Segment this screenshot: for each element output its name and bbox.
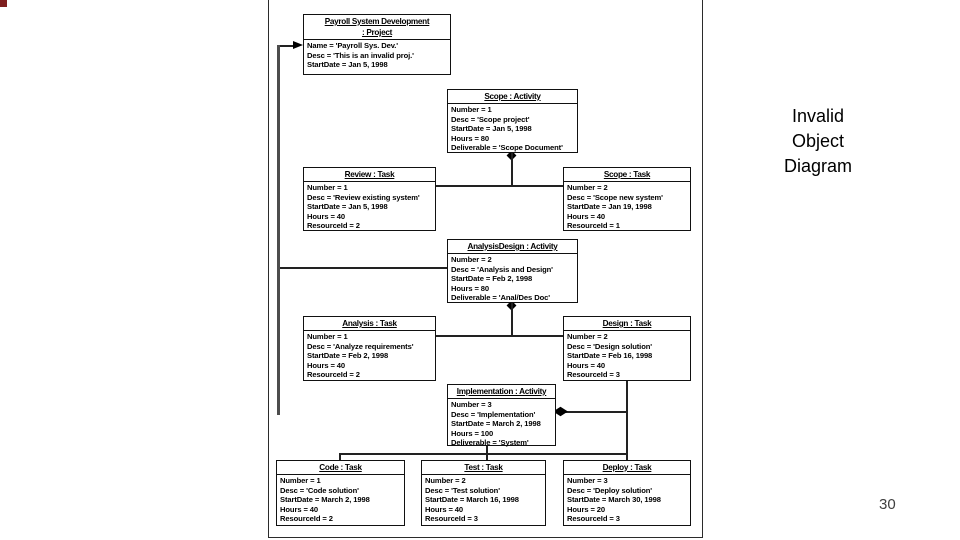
attr: Hours = 40 xyxy=(567,211,606,221)
object-title: Payroll System Development : Project xyxy=(304,15,450,40)
object-title: Test : Task xyxy=(422,461,545,475)
caption-line: Invalid xyxy=(791,106,845,126)
attr: StartDate = Feb 2, 1998 xyxy=(307,351,389,360)
attr: Hours = 80 xyxy=(451,283,490,293)
object-box-deploy-task: Deploy : Task Number = 3 Desc = 'Deploy … xyxy=(563,460,691,526)
slide-accent-square xyxy=(0,0,7,7)
composition-arrow-project-icon xyxy=(293,41,303,49)
connector-project-spine xyxy=(277,45,280,415)
attr: ResourceId = 2 xyxy=(280,514,333,523)
attr: Hours = 80 xyxy=(451,133,490,143)
attr: Deliverable = 'System' xyxy=(451,438,529,447)
attr: Desc = 'Analysis and Design' xyxy=(451,264,553,274)
attr: Number = 1 xyxy=(451,105,492,114)
attr: Hours = 40 xyxy=(307,360,346,370)
attr: ResourceId = 2 xyxy=(307,370,360,379)
attr: Hours = 40 xyxy=(425,504,464,514)
slide-caption: Invalid Object Diagram xyxy=(763,104,873,179)
attr: Hours = 40 xyxy=(567,360,606,370)
attr: StartDate = Feb 2, 1998 xyxy=(451,274,533,283)
object-box-scope-task: Scope : Task Number = 2 Desc = 'Scope ne… xyxy=(563,167,691,231)
object-title: Analysis : Task xyxy=(304,317,435,331)
attr: Desc = 'Implementation' xyxy=(451,409,536,419)
object-box-test-task: Test : Task Number = 2 Desc = 'Test solu… xyxy=(421,460,546,526)
diagram-frame-left xyxy=(268,0,270,538)
attr: Desc = 'Analyze requirements' xyxy=(307,341,414,351)
attr: ResourceId = 1 xyxy=(567,221,620,230)
attr: Number = 2 xyxy=(451,255,492,264)
attr: Deliverable = 'Scope Document' xyxy=(451,143,563,152)
connector-analysisdesign-down xyxy=(511,303,513,336)
connector-stub-test xyxy=(486,445,488,461)
connector-spine-analysisdesign xyxy=(280,267,447,269)
object-box-review-task: Review : Task Number = 1 Desc = 'Review … xyxy=(303,167,436,231)
object-title: AnalysisDesign : Activity xyxy=(448,240,577,254)
diagram-frame-bottom xyxy=(268,537,703,539)
attr: StartDate = Jan 19, 1998 xyxy=(567,202,652,211)
connector-scope-activity-down xyxy=(511,153,513,186)
attr: Number = 2 xyxy=(567,183,608,192)
attr: Desc = 'This is an invalid proj.' xyxy=(307,50,414,60)
attr: Hours = 20 xyxy=(567,504,606,514)
attr: Desc = 'Scope new system' xyxy=(567,192,663,202)
attr: Hours = 40 xyxy=(280,504,319,514)
page-number: 30 xyxy=(879,496,896,513)
attr: Desc = 'Scope project' xyxy=(451,114,530,124)
object-box-design-task: Design : Task Number = 2 Desc = 'Design … xyxy=(563,316,691,381)
object-title: Deploy : Task xyxy=(564,461,690,475)
object-title: Scope : Activity xyxy=(448,90,577,104)
caption-line: Diagram xyxy=(783,156,853,176)
object-title: Implementation : Activity xyxy=(448,385,555,399)
connector-stub-code xyxy=(339,453,341,461)
object-box-code-task: Code : Task Number = 1 Desc = 'Code solu… xyxy=(276,460,405,526)
attr: Desc = 'Design solution' xyxy=(567,341,652,351)
attr: Number = 1 xyxy=(280,476,321,485)
attr: Hours = 100 xyxy=(451,428,494,438)
attr: StartDate = Feb 16, 1998 xyxy=(567,351,653,360)
attr: ResourceId = 3 xyxy=(567,370,620,379)
attr: StartDate = March 30, 1998 xyxy=(567,495,661,504)
object-box-implementation-activity: Implementation : Activity Number = 3 Des… xyxy=(447,384,556,447)
connector-review-scope xyxy=(436,185,563,187)
attr: StartDate = March 2, 1998 xyxy=(451,419,541,428)
attr: StartDate = March 2, 1998 xyxy=(280,495,370,504)
attr: Number = 1 xyxy=(307,332,348,341)
attr: Number = 3 xyxy=(451,400,492,409)
diagram-frame-right xyxy=(702,0,704,538)
attr: Desc = 'Review existing system' xyxy=(307,192,420,202)
object-title: Code : Task xyxy=(277,461,404,475)
attr: StartDate = March 16, 1998 xyxy=(425,495,519,504)
attr: Number = 1 xyxy=(307,183,348,192)
attr: StartDate = Jan 5, 1998 xyxy=(307,60,388,69)
connector-design-implementation xyxy=(563,411,627,413)
object-box-project: Payroll System Development : Project Nam… xyxy=(303,14,451,75)
attr: ResourceId = 3 xyxy=(425,514,478,523)
attr: Number = 2 xyxy=(425,476,466,485)
object-title: Scope : Task xyxy=(564,168,690,182)
object-box-analysisdesign-activity: AnalysisDesign : Activity Number = 2 Des… xyxy=(447,239,578,303)
attr: Deliverable = 'Anal/Des Doc' xyxy=(451,293,550,302)
connector-project-line xyxy=(280,45,295,47)
object-title: Review : Task xyxy=(304,168,435,182)
caption-line: Object xyxy=(791,131,845,151)
attr: StartDate = Jan 5, 1998 xyxy=(307,202,388,211)
attr: Hours = 40 xyxy=(307,211,346,221)
attr: Desc = 'Test solution' xyxy=(425,485,500,495)
attr: ResourceId = 3 xyxy=(567,514,620,523)
object-box-scope-activity: Scope : Activity Number = 1 Desc = 'Scop… xyxy=(447,89,578,153)
connector-design-down xyxy=(626,381,628,460)
attr: StartDate = Jan 5, 1998 xyxy=(451,124,532,133)
attr: Desc = 'Deploy solution' xyxy=(567,485,652,495)
attr: ResourceId = 2 xyxy=(307,221,360,230)
attr: Number = 2 xyxy=(567,332,608,341)
object-box-analysis-task: Analysis : Task Number = 1 Desc = 'Analy… xyxy=(303,316,436,381)
attr: Desc = 'Code solution' xyxy=(280,485,359,495)
attr: Number = 3 xyxy=(567,476,608,485)
connector-analysis-design xyxy=(436,335,563,337)
object-title: Design : Task xyxy=(564,317,690,331)
connector-bottom-tasks xyxy=(339,453,628,455)
attr: Name = 'Payroll Sys. Dev.' xyxy=(307,41,398,50)
